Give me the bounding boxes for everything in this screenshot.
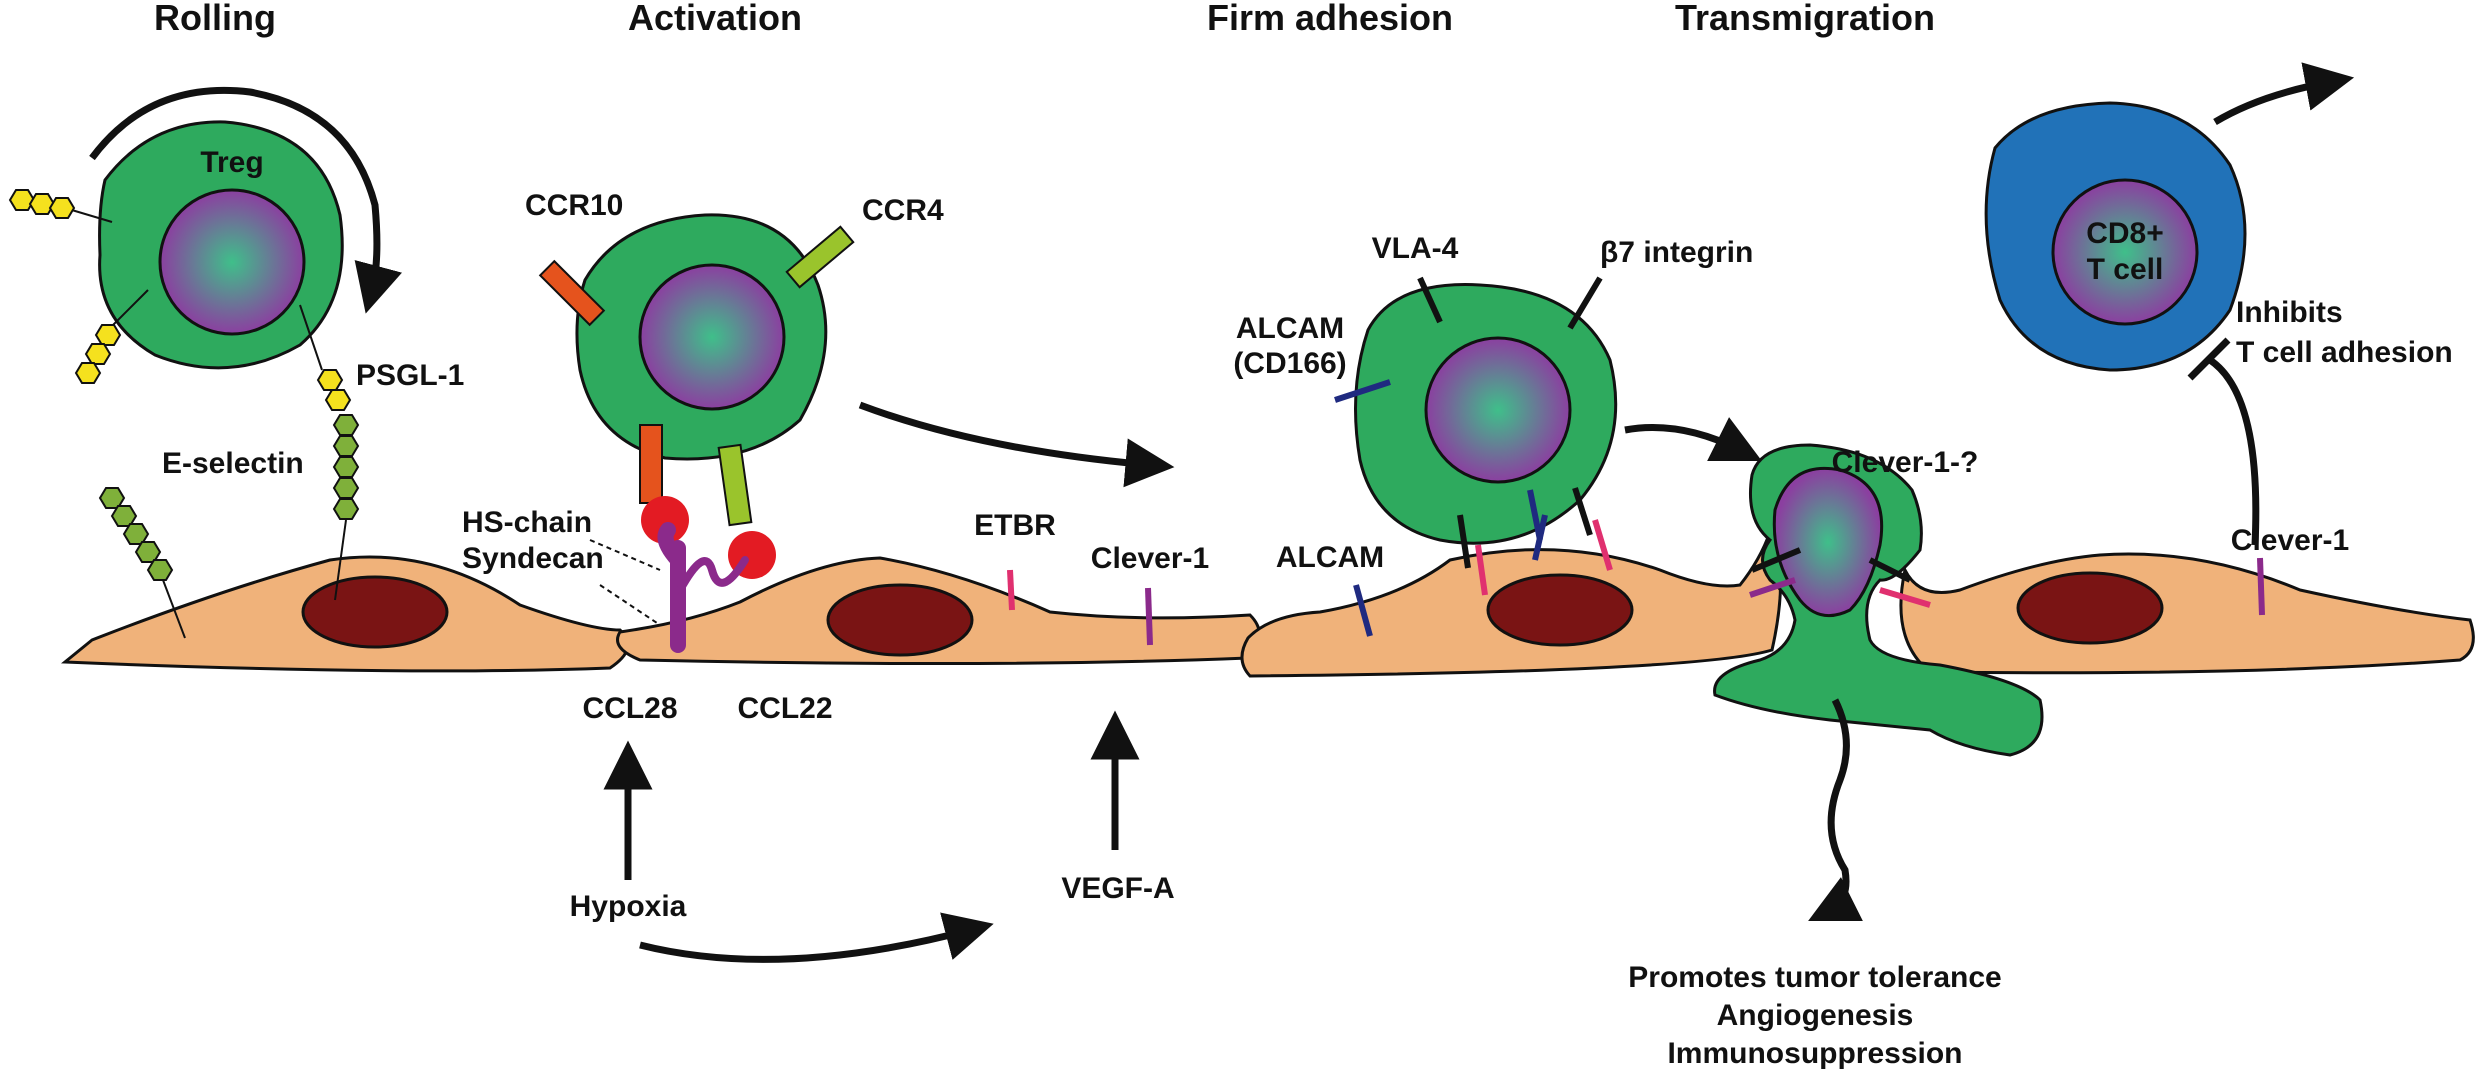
ccr4-receptor [717, 443, 753, 527]
inhibition-bar [2187, 337, 2231, 381]
syndecan [657, 522, 686, 653]
hypoxia-label: Hypoxia [570, 890, 687, 923]
alcam-cd166-label: ALCAM [1236, 312, 1344, 345]
hs-chain-label: HS-chain [462, 506, 592, 539]
stage-heading-firm-adhesion: Firm adhesion [1207, 0, 1453, 38]
e-selectin-stalk [162, 579, 186, 639]
outcome-3-label: Immunosuppression [1667, 1037, 1962, 1070]
stage-heading-transmigration: Transmigration [1675, 0, 1935, 38]
outcome-arrow [1808, 698, 1863, 921]
etbr-receptor [1879, 587, 1931, 608]
treg-label: Treg [200, 146, 263, 179]
e-selectin-chain [332, 414, 360, 520]
endothelial-nucleus [2016, 571, 2164, 645]
treg-nucleus [1772, 466, 1884, 618]
alcam [1532, 514, 1548, 561]
clever1-label: Clever-1 [1091, 542, 1209, 575]
b7-integrin-label: β7 integrin [1600, 236, 1753, 269]
cd8-label: T cell [2087, 253, 2164, 286]
ccr4-label: CCR4 [862, 194, 944, 227]
alcam-label: ALCAM [1276, 541, 1384, 574]
b7-integrin [1572, 487, 1593, 536]
clever1-q-label: Clever-1-? [1832, 446, 1979, 479]
alcam [1353, 584, 1373, 637]
ccr10-receptor [538, 259, 606, 327]
alcam-cd166 [1334, 379, 1391, 403]
inhibition-line [2207, 357, 2260, 546]
outcome-2-label: Angiogenesis [1717, 999, 1914, 1032]
cd8-label: CD8+ [2086, 217, 2164, 250]
b7-integrin [1567, 276, 1603, 330]
vla4-integrin [1417, 276, 1443, 324]
hypoxia-to-vegf-arrow [639, 912, 994, 963]
psgl1-stalk [299, 304, 323, 371]
inhibits-label: Inhibits [2236, 296, 2343, 329]
endothelial-nucleus [1486, 573, 1634, 647]
vla4-integrin [1457, 514, 1471, 569]
ccr10-label: CCR10 [525, 189, 623, 222]
etbr-receptor [1475, 544, 1488, 596]
cd8-exit-arrow [2213, 62, 2355, 126]
hs-chain [676, 556, 749, 594]
etbr-receptor [1592, 519, 1613, 571]
progression-arrow [1624, 417, 1762, 461]
treg-nucleus [1424, 336, 1572, 484]
clever1-receptor [2257, 557, 2265, 616]
syndecan-pointer [599, 584, 661, 626]
clever1-right-label: Clever-1 [2231, 524, 2349, 557]
e-selectin-stalk [334, 519, 347, 601]
vegf-a-label: VEGF-A [1061, 872, 1174, 905]
etbr-label: ETBR [974, 509, 1056, 542]
vla4-label: VLA-4 [1372, 232, 1459, 265]
hs-chain-pointer [589, 539, 661, 571]
treg-nucleus [638, 263, 786, 411]
stage-heading-activation: Activation [628, 0, 802, 38]
ccr10-receptor [639, 424, 663, 504]
rolling-arrow [89, 86, 402, 314]
e-selectin-chain [98, 487, 174, 581]
ccl22-label: CCL22 [737, 692, 832, 725]
etbr-receptor [1007, 569, 1015, 611]
ccl28-chemokine [641, 496, 689, 544]
outcome-1-label: Promotes tumor tolerance [1628, 961, 2001, 994]
psgl1-ligand-chain [74, 324, 122, 384]
ccl28-label: CCL28 [582, 692, 677, 725]
psgl1-ligand-chain [8, 189, 76, 219]
endothelial-nucleus [826, 583, 974, 657]
psgl1-label: PSGL-1 [356, 359, 464, 392]
e-selectin-label: E-selectin [162, 447, 304, 480]
psgl1-ligand-chain [316, 369, 352, 411]
cd8-nucleus [2051, 178, 2199, 326]
clever1-receptor [1749, 577, 1796, 598]
treg-nucleus [158, 188, 306, 336]
inhibits-label: T cell adhesion [2236, 336, 2453, 369]
integrin [1868, 557, 1912, 583]
alcam-cd166-label: (CD166) [1233, 347, 1346, 380]
syndecan-label: Syndecan [462, 542, 604, 575]
psgl1-stalk [107, 289, 149, 331]
endothelial-nucleus [301, 575, 449, 649]
clever1-receptor [1145, 587, 1153, 646]
ccr4-receptor [785, 225, 855, 289]
progression-arrow [858, 401, 1175, 488]
integrin [1750, 547, 1802, 573]
endothelial-cell-right [1899, 552, 2475, 675]
stage-heading-rolling: Rolling [154, 0, 276, 38]
